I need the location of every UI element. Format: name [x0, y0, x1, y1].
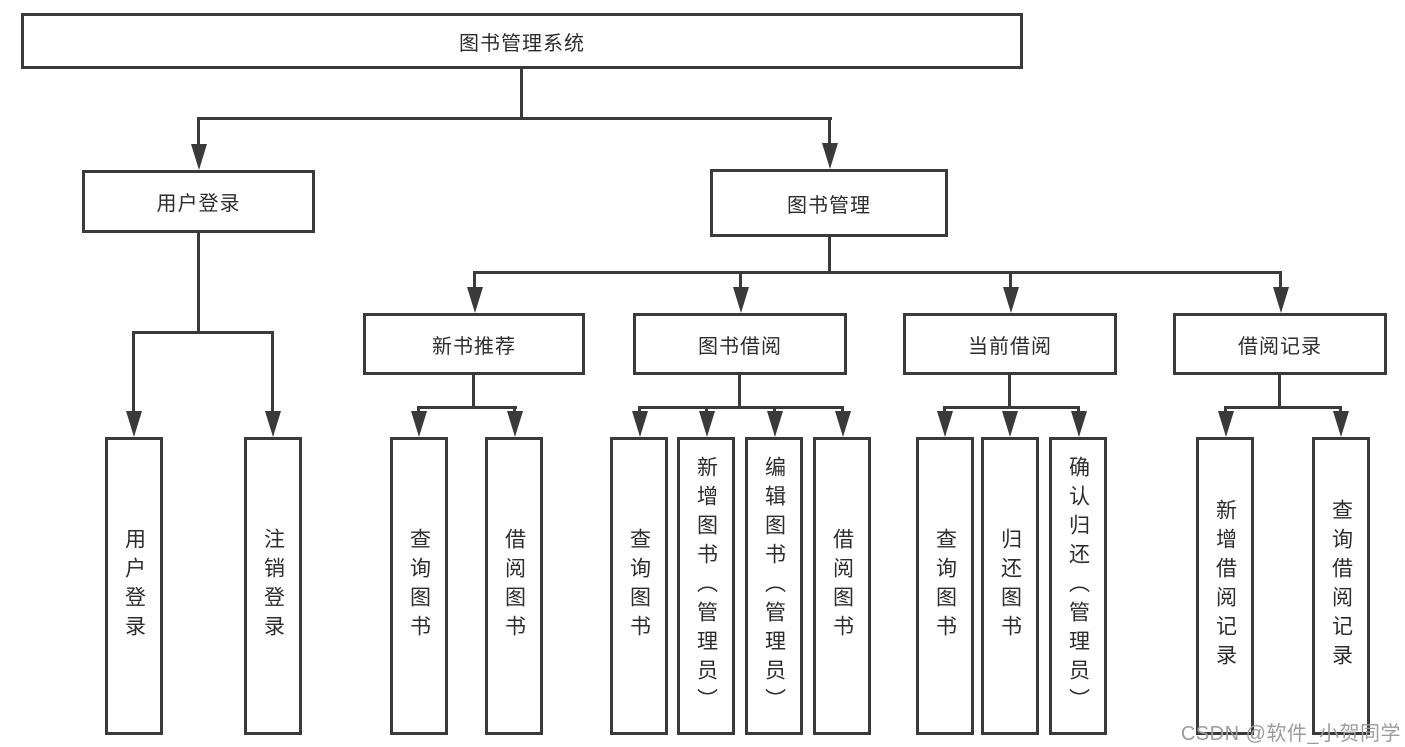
arrowhead-down-icon	[767, 411, 783, 437]
leaf-add-book-admin: 新增图书（管理员）	[677, 437, 735, 735]
arrowhead-down-icon	[699, 411, 715, 437]
node-label: 注销登录	[261, 528, 285, 644]
arrowhead-down-icon	[1071, 411, 1087, 437]
connector-line	[828, 117, 831, 153]
node-label: 图书管理	[787, 194, 871, 217]
arrowhead-down-icon	[1002, 411, 1018, 437]
arrowhead-down-icon	[126, 411, 142, 437]
node-label: 确认归还（管理员）	[1066, 455, 1090, 717]
node-label: 查询图书	[933, 528, 957, 644]
leaf-logout: 注销登录	[244, 437, 302, 735]
connector-line	[638, 406, 844, 409]
node-current-borrowing: 当前借阅	[903, 313, 1117, 375]
arrowhead-down-icon	[1273, 287, 1289, 313]
leaf-search-books-recommend: 查询图书	[390, 437, 448, 735]
connector-line	[472, 375, 475, 409]
arrowhead-down-icon	[467, 287, 483, 313]
leaf-add-borrow-record: 新增借阅记录	[1196, 437, 1254, 735]
connector-line	[417, 406, 517, 409]
node-borrowing-records: 借阅记录	[1173, 313, 1387, 375]
connector-line	[520, 69, 523, 118]
arrowhead-down-icon	[835, 411, 851, 437]
node-label: 借阅记录	[1238, 335, 1322, 358]
arrowhead-down-icon	[632, 411, 648, 437]
connector-line	[1009, 271, 1012, 293]
connector-line	[943, 406, 1080, 409]
connector-line	[197, 233, 200, 334]
arrowhead-down-icon	[733, 287, 749, 313]
node-user-login: 用户登录	[82, 170, 315, 233]
node-label: 用户登录	[122, 528, 146, 644]
leaf-confirm-return-admin: 确认归还（管理员）	[1049, 437, 1107, 735]
connector-line	[1279, 271, 1282, 293]
connector-line	[473, 271, 1282, 274]
arrowhead-down-icon	[1333, 411, 1349, 437]
node-new-book-recommendation: 新书推荐	[363, 313, 585, 375]
arrowhead-down-icon	[1218, 411, 1234, 437]
connector-line	[739, 271, 742, 293]
node-label: 归还图书	[998, 528, 1022, 644]
node-label: 借阅图书	[830, 528, 854, 644]
arrowhead-down-icon	[191, 144, 207, 170]
arrowhead-down-icon	[1003, 287, 1019, 313]
connector-line	[1278, 375, 1281, 409]
node-library-management-system: 图书管理系统	[21, 13, 1023, 69]
connector-line	[132, 331, 274, 334]
node-label: 图书管理系统	[459, 32, 585, 55]
node-label: 查询图书	[407, 528, 431, 644]
arrowhead-down-icon	[937, 411, 953, 437]
arrowhead-down-icon	[507, 411, 523, 437]
connector-line	[738, 375, 741, 409]
node-label: 图书借阅	[698, 335, 782, 358]
leaf-return-book: 归还图书	[981, 437, 1039, 735]
node-label: 新增图书（管理员）	[694, 455, 718, 717]
leaf-search-borrow-record: 查询借阅记录	[1312, 437, 1370, 735]
node-book-borrowing: 图书借阅	[633, 313, 847, 375]
arrowhead-down-icon	[822, 143, 838, 169]
leaf-search-books-current: 查询图书	[916, 437, 974, 735]
node-label: 新书推荐	[432, 335, 516, 358]
node-label: 用户登录	[156, 193, 241, 215]
leaf-borrow-book: 借阅图书	[813, 437, 871, 735]
connector-line	[1224, 406, 1342, 409]
leaf-user-login: 用户登录	[105, 437, 163, 735]
arrowhead-down-icon	[411, 411, 427, 437]
leaf-edit-book-admin: 编辑图书（管理员）	[745, 437, 803, 735]
connector-line	[828, 237, 831, 274]
connector-line	[197, 117, 200, 153]
node-label: 当前借阅	[968, 335, 1052, 358]
node-label: 借阅图书	[502, 528, 526, 644]
node-label: 新增借阅记录	[1213, 499, 1237, 673]
leaf-search-books-borrow: 查询图书	[610, 437, 668, 735]
connector-line	[473, 271, 476, 293]
connector-line	[197, 117, 832, 120]
node-book-management: 图书管理	[710, 169, 948, 237]
node-label: 查询图书	[627, 528, 651, 644]
leaf-borrow-books-recommend: 借阅图书	[485, 437, 543, 735]
connector-line	[1008, 375, 1011, 409]
connector-line	[132, 331, 135, 413]
connector-line	[271, 331, 274, 413]
arrowhead-down-icon	[265, 411, 281, 437]
node-label: 编辑图书（管理员）	[762, 455, 786, 717]
node-label: 查询借阅记录	[1329, 499, 1353, 673]
